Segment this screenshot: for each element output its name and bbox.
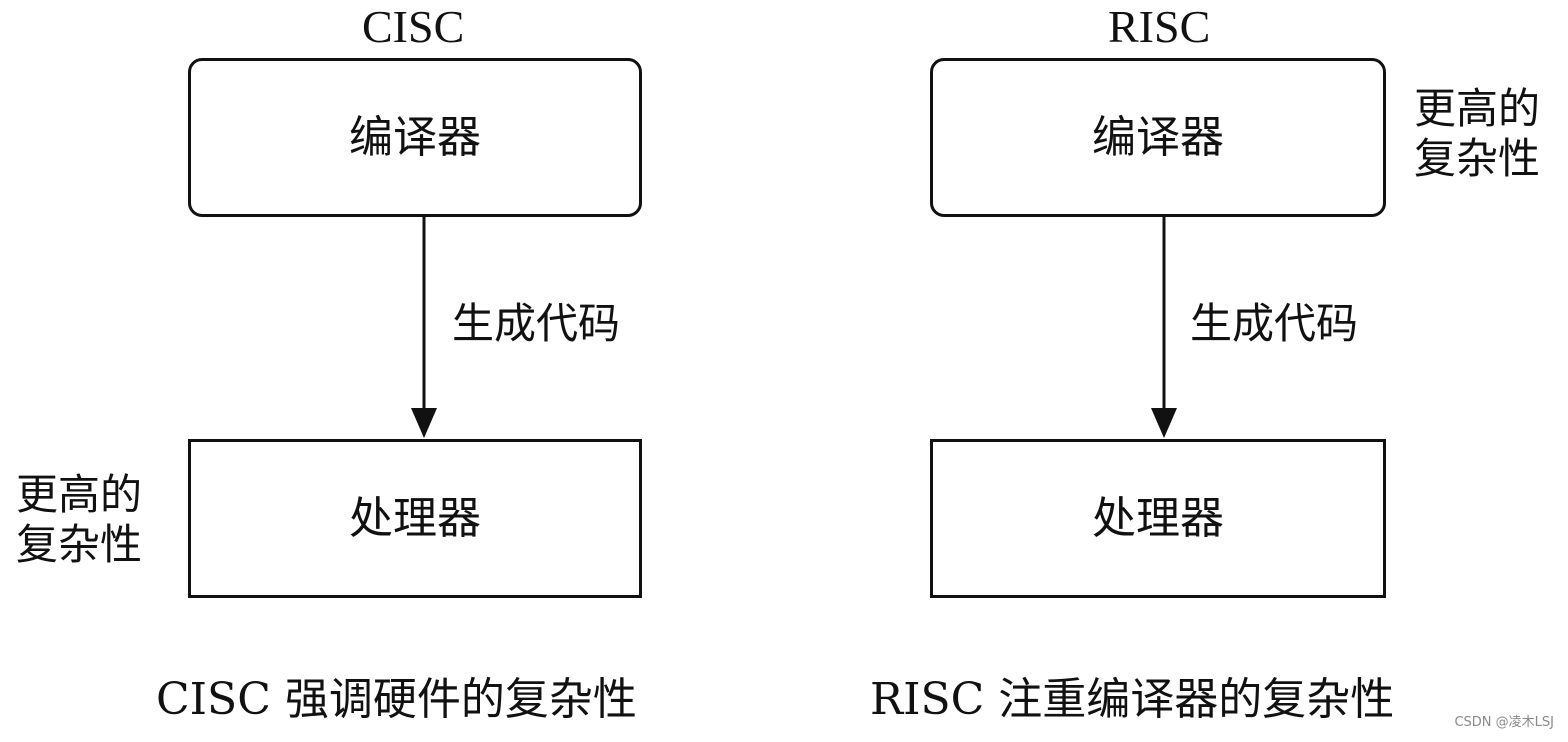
risc-processor-box: 处理器 — [930, 439, 1386, 598]
cisc-compiler-label: 编译器 — [349, 111, 481, 163]
cisc-edge-label: 生成代码 — [452, 299, 621, 348]
cisc-complexity-note-line1: 更高的 — [16, 470, 143, 519]
risc-processor-label: 处理器 — [1092, 492, 1224, 544]
watermark: CSDN @凌木LSJ — [1454, 715, 1554, 730]
risc-arrowhead — [1151, 408, 1177, 438]
cisc-arrowhead — [411, 408, 437, 438]
risc-edge-label: 生成代码 — [1190, 299, 1359, 348]
cisc-processor-box: 处理器 — [188, 439, 642, 598]
risc-complexity-note-line2: 复杂性 — [1414, 134, 1541, 183]
cisc-complexity-note: 更高的 复杂性 — [16, 470, 166, 570]
cisc-compiler-box: 编译器 — [188, 58, 642, 217]
cisc-complexity-note-line2: 复杂性 — [16, 520, 143, 569]
risc-complexity-note-line1: 更高的 — [1414, 84, 1541, 133]
risc-compiler-label: 编译器 — [1092, 111, 1224, 163]
risc-compiler-box: 编译器 — [930, 58, 1386, 217]
risc-title: RISC — [1108, 1, 1211, 52]
risc-caption: RISC 注重编译器的复杂性 — [870, 674, 1395, 725]
cisc-processor-label: 处理器 — [349, 492, 481, 544]
cisc-title: CISC — [362, 1, 465, 52]
cisc-caption: CISC 强调硬件的复杂性 — [156, 674, 637, 725]
risc-complexity-note: 更高的 复杂性 — [1414, 84, 1564, 184]
